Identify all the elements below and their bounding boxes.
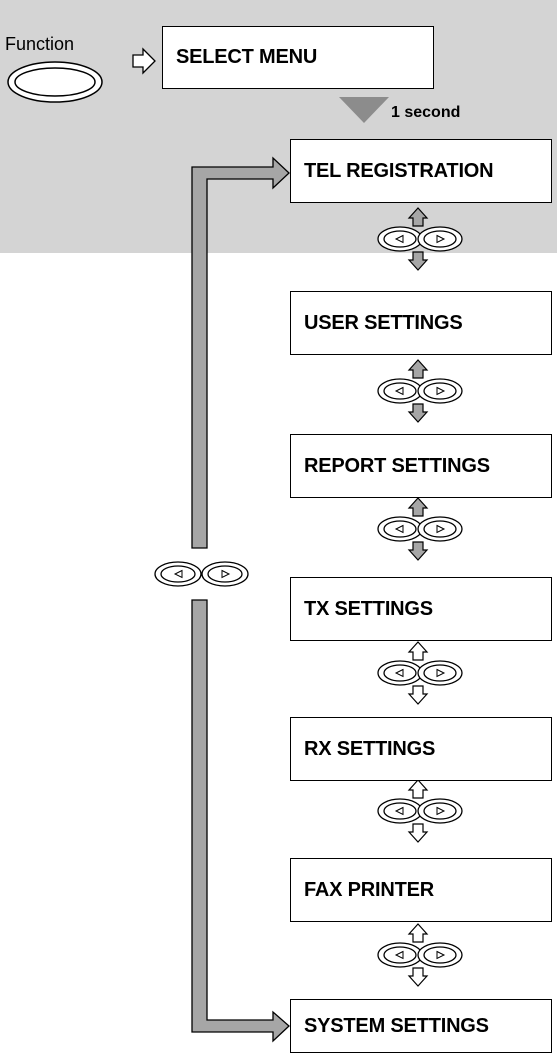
nav-keys-2[interactable] (377, 359, 463, 423)
menu-label: TEL REGISTRATION (304, 159, 494, 182)
menu-tel-registration[interactable]: TEL REGISTRATION (290, 139, 552, 203)
nav-keys-1[interactable] (377, 207, 463, 271)
menu-label: RX SETTINGS (304, 737, 436, 760)
menu-fax-printer[interactable]: FAX PRINTER (290, 858, 552, 922)
menu-label: SYSTEM SETTINGS (304, 1014, 489, 1037)
menu-user-settings[interactable]: USER SETTINGS (290, 291, 552, 355)
menu-label: REPORT SETTINGS (304, 454, 490, 477)
down-triangle-icon (339, 97, 389, 123)
menu-label: TX SETTINGS (304, 597, 433, 620)
nav-keys-4[interactable] (377, 641, 463, 705)
menu-label: FAX PRINTER (304, 878, 435, 901)
menu-label: USER SETTINGS (304, 311, 463, 334)
left-right-keys-icon[interactable] (154, 561, 249, 587)
nav-keys-5[interactable] (377, 779, 463, 843)
menu-system-settings[interactable]: SYSTEM SETTINGS (290, 999, 552, 1053)
nav-keys-6[interactable] (377, 923, 463, 987)
function-label: Function (5, 34, 75, 54)
menu-tx-settings[interactable]: TX SETTINGS (290, 577, 552, 641)
select-menu-label: SELECT MENU (176, 46, 318, 68)
hollow-right-arrow-icon (132, 47, 156, 75)
nav-keys-3[interactable] (377, 497, 463, 561)
function-key-icon[interactable] (7, 61, 103, 103)
menu-report-settings[interactable]: REPORT SETTINGS (290, 434, 552, 498)
menu-rx-settings[interactable]: RX SETTINGS (290, 717, 552, 781)
timing-label: 1 second (391, 104, 461, 121)
select-menu-display: SELECT MENU (162, 26, 434, 89)
loop-arrow-up (191, 156, 290, 549)
loop-arrow-down (191, 599, 290, 1043)
